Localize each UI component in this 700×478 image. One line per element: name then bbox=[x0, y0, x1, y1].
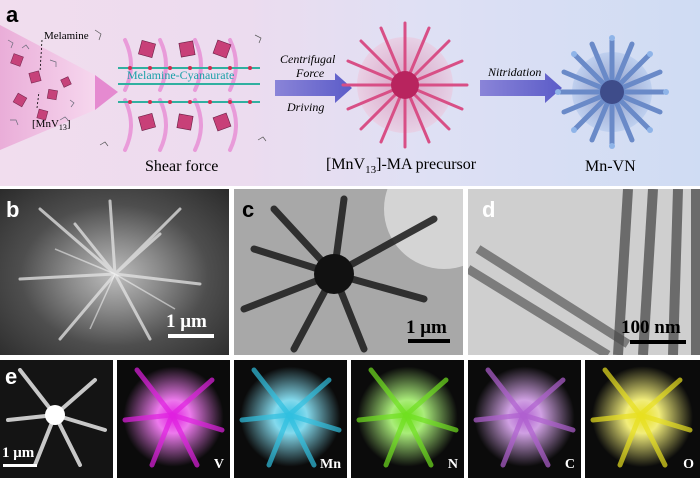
map-arm bbox=[266, 412, 292, 468]
schematic-graphic bbox=[0, 21, 669, 152]
eds-map-label: C bbox=[564, 457, 575, 472]
map-arm bbox=[169, 412, 225, 433]
map-arm bbox=[169, 412, 200, 468]
map-arm bbox=[134, 367, 175, 418]
eds-map-label: O bbox=[683, 457, 694, 472]
panel-d-scale-text: 100 nm bbox=[621, 317, 681, 338]
arrow-nitridation bbox=[480, 73, 562, 103]
force-label: Force bbox=[296, 66, 325, 80]
map-arm bbox=[617, 412, 643, 468]
eds-map-graphic bbox=[356, 367, 459, 468]
mnvn-label: Mn-VN bbox=[585, 158, 636, 175]
mnvn-burst bbox=[555, 35, 669, 149]
panel-b-sem: b 1 μm bbox=[0, 189, 229, 355]
map-arm bbox=[286, 412, 317, 468]
sem-image bbox=[18, 199, 202, 341]
panel-b-scale-bar bbox=[168, 334, 214, 338]
map-arm bbox=[403, 377, 449, 418]
map-arm bbox=[637, 412, 693, 433]
map-arm bbox=[286, 377, 332, 418]
precursor-label: [MnV13]-MA precursor bbox=[326, 156, 477, 177]
map-arm bbox=[169, 377, 215, 418]
mnv13-crystals bbox=[10, 53, 72, 121]
map-arm bbox=[383, 412, 409, 468]
melamine-label: Melamine bbox=[44, 30, 89, 42]
panel-d-label: d bbox=[482, 197, 496, 222]
tem-nanowire-image bbox=[468, 189, 700, 355]
panel-b-scale-text: 1 μm bbox=[166, 311, 207, 332]
map-arm bbox=[500, 412, 526, 468]
shear-arcs bbox=[123, 38, 238, 152]
arrow-centrifugal bbox=[275, 73, 352, 103]
panel-a-schematic: a Melamine [MnV13] Melamine-Cyanaurate C… bbox=[0, 0, 700, 186]
panel-d-tem: d 100 nm bbox=[468, 189, 700, 355]
panel-e-haadf: e 1 μm bbox=[0, 360, 113, 478]
haadf-image bbox=[6, 368, 107, 467]
eds-map-n: N bbox=[351, 360, 464, 478]
eds-map-mn: Mn bbox=[234, 360, 347, 478]
map-arm bbox=[520, 412, 576, 433]
map-arm bbox=[403, 412, 459, 433]
map-arm bbox=[473, 412, 526, 423]
cyanaurate-label: Melamine-Cyanaurate bbox=[127, 68, 235, 82]
centrifugal-label: Centrifugal bbox=[280, 52, 336, 66]
panel-a-label: a bbox=[6, 2, 19, 27]
eds-map-graphic bbox=[122, 367, 225, 468]
map-arm bbox=[637, 412, 668, 468]
eds-map-graphic bbox=[239, 367, 342, 468]
panel-c-scale-text: 1 μm bbox=[406, 317, 447, 338]
eds-map-graphic bbox=[473, 367, 576, 468]
panel-e-scale-text: 1 μm bbox=[2, 445, 35, 461]
tem-image bbox=[240, 189, 463, 353]
map-arm bbox=[602, 367, 643, 418]
shear-cone bbox=[0, 25, 95, 150]
nitridation-label: Nitridation bbox=[488, 65, 542, 79]
eds-map-graphic bbox=[590, 367, 693, 468]
panel-d-scale-bar bbox=[630, 340, 686, 344]
map-arm bbox=[590, 412, 643, 423]
panel-e-label: e bbox=[5, 364, 18, 389]
map-arm bbox=[239, 412, 292, 423]
map-arm bbox=[637, 377, 683, 418]
panel-c-label: c bbox=[242, 197, 255, 222]
driving-label: Driving bbox=[287, 100, 325, 114]
shear-force-label: Shear force bbox=[145, 158, 219, 175]
map-arm bbox=[403, 412, 434, 468]
panel-e-scale-bar bbox=[3, 464, 37, 467]
map-arm bbox=[520, 377, 566, 418]
map-arm bbox=[485, 367, 526, 418]
map-arm bbox=[356, 412, 409, 423]
eds-map-v: V bbox=[117, 360, 230, 478]
map-arm bbox=[251, 367, 292, 418]
panel-c-scale-bar bbox=[408, 339, 450, 343]
map-arm bbox=[122, 412, 175, 423]
mnv13-label: [MnV13] bbox=[32, 118, 71, 133]
eds-map-o: O bbox=[585, 360, 700, 478]
panel-b-label: b bbox=[6, 197, 20, 222]
eds-map-c: C bbox=[468, 360, 581, 478]
map-arm bbox=[149, 412, 175, 468]
eds-map-label: Mn bbox=[320, 457, 341, 472]
precursor-burst bbox=[341, 21, 469, 149]
eds-map-label: N bbox=[447, 457, 458, 472]
map-arm bbox=[286, 412, 342, 433]
map-arm bbox=[520, 412, 551, 468]
map-arm bbox=[368, 367, 409, 418]
eds-map-label: V bbox=[213, 457, 224, 472]
panel-c-tem: c 1 μm bbox=[234, 189, 463, 355]
